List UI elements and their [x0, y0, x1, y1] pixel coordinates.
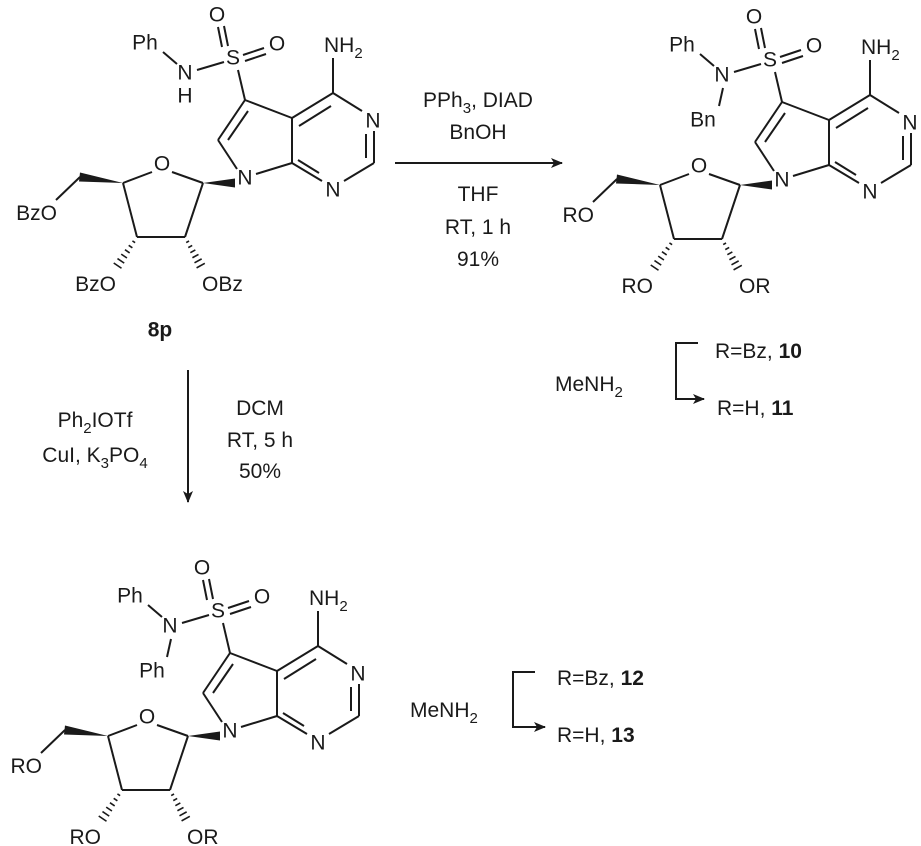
atom-n7: N	[222, 720, 237, 743]
atom-n3: N	[902, 112, 917, 135]
condition-line: RT, 5 h	[227, 429, 293, 452]
compound-11-label: R=H, 11	[717, 397, 794, 420]
n-substituent-top: Ph	[669, 34, 695, 57]
reaction-arrow-1: PPh3, DIAD BnOH THF RT, 1 h 91%	[395, 89, 563, 271]
n-substituent-bottom: Bn	[690, 109, 716, 132]
atom-n1: N	[862, 181, 877, 204]
n-substituent-bottom: Ph	[139, 660, 165, 683]
atom-n3: N	[350, 663, 365, 686]
o5-label: RO	[11, 755, 43, 778]
amino-label: NH2	[861, 36, 900, 64]
compound-12-label: R=Bz, 12	[557, 667, 644, 690]
compound-product-top: S O O N Ph Bn N N N NH2 O RO RO OR	[563, 6, 918, 299]
yield-label: 50%	[239, 460, 281, 483]
atom-n-sulfonamide: N	[714, 64, 729, 87]
condition-line: RT, 1 h	[445, 216, 511, 239]
condition-line: THF	[458, 183, 499, 206]
deprotection-step-2: MeNH2 R=Bz, 12 R=H, 13	[410, 667, 644, 747]
n-substituent-bottom: H	[177, 85, 192, 108]
o3-label: BzO	[75, 273, 116, 296]
reagent-line: Ph2IOTf	[58, 409, 133, 437]
compound-10-label: R=Bz, 10	[715, 340, 802, 363]
reagent-line: BnOH	[449, 121, 506, 144]
o3-label: RO	[622, 275, 654, 298]
o2-label: OR	[187, 826, 219, 846]
compound-8p: S O O N Ph H N N N NH2 O BzO BzO OBz 8p	[16, 4, 380, 342]
reagent-label: MeNH2	[410, 699, 478, 727]
reagent-line: CuI, K3PO4	[42, 444, 147, 472]
atom-n1: N	[325, 179, 340, 202]
reaction-arrow-2: Ph2IOTf CuI, K3PO4 DCM RT, 5 h 50%	[42, 370, 293, 503]
compound-product-bottom: S O O N Ph Ph N N N NH2 O RO RO OR	[11, 557, 366, 846]
atom-o-ring: O	[139, 706, 155, 729]
atom-o: O	[254, 586, 270, 609]
atom-o: O	[746, 6, 762, 29]
condition-line: DCM	[236, 397, 284, 420]
atom-n3: N	[365, 110, 380, 133]
compound-label-8p: 8p	[148, 319, 173, 342]
atom-n-sulfonamide: N	[162, 615, 177, 638]
deprotection-step-1: MeNH2 R=Bz, 10 R=H, 11	[555, 340, 802, 420]
o2-label: OBz	[202, 273, 243, 296]
atom-s: S	[211, 600, 225, 623]
o2-label: OR	[739, 275, 771, 298]
o5-label: RO	[563, 204, 595, 227]
atom-o: O	[194, 557, 210, 580]
o3-label: RO	[70, 826, 102, 846]
reagent-line: PPh3, DIAD	[423, 89, 533, 117]
reagent-label: MeNH2	[555, 373, 623, 401]
atom-s: S	[763, 49, 777, 72]
amino-label: NH2	[309, 587, 348, 615]
atom-n7: N	[774, 169, 789, 192]
atom-n1: N	[310, 732, 325, 755]
n-substituent-top: Ph	[132, 32, 158, 55]
atom-o: O	[806, 35, 822, 58]
atom-n7: N	[237, 167, 252, 190]
atom-o-ring: O	[154, 153, 170, 176]
yield-label: 91%	[457, 248, 499, 271]
compound-13-label: R=H, 13	[557, 724, 635, 747]
atom-s: S	[226, 47, 240, 70]
atom-o: O	[269, 33, 285, 56]
amino-label: NH2	[324, 34, 363, 62]
n-substituent-top: Ph	[117, 585, 143, 608]
atom-n-sulfonamide: N	[177, 62, 192, 85]
atom-o-ring: O	[691, 155, 707, 178]
atom-o: O	[209, 4, 225, 27]
o5-label: BzO	[16, 202, 57, 225]
